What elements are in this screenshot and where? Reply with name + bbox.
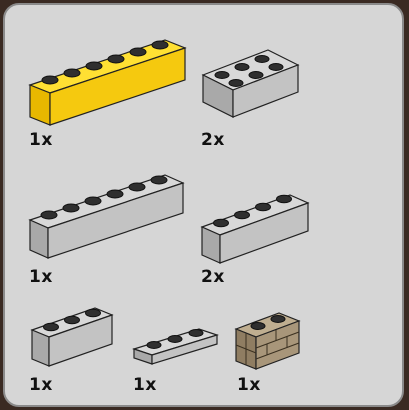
gray-1x6-brick: [28, 174, 185, 259]
gray-1x4-brick: [200, 194, 310, 264]
gray-1x3-brick: [30, 307, 114, 367]
quantity-label: 2x: [201, 130, 225, 150]
parts-list-panel: 1x 2x 1x: [3, 3, 404, 407]
quantity-label: 1x: [29, 267, 53, 287]
quantity-label: 1x: [133, 375, 157, 395]
quantity-label: 1x: [29, 130, 53, 150]
yellow-1x6-brick: [28, 39, 187, 126]
gray-2x3-brick: [201, 49, 300, 118]
quantity-label: 1x: [29, 375, 53, 395]
quantity-label: 2x: [201, 267, 225, 287]
quantity-label: 1x: [237, 375, 261, 395]
gray-1x3-plate: [132, 328, 219, 365]
tan-1x2-masonry-brick: [234, 312, 301, 370]
